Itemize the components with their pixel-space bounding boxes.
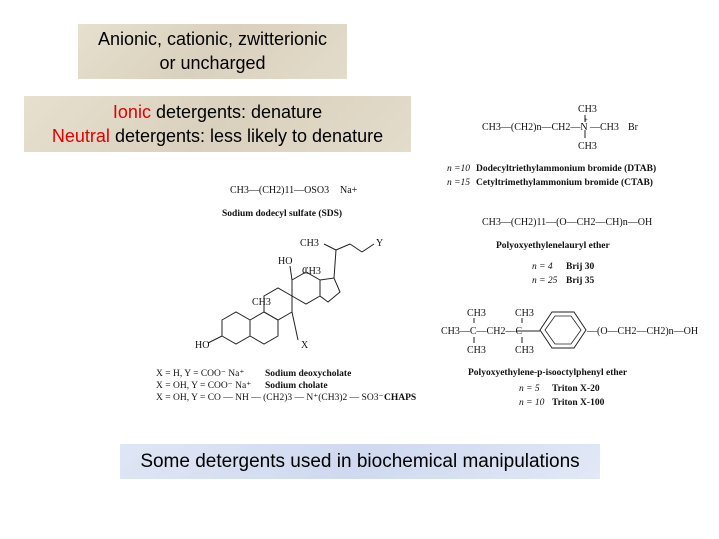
bile-row1: X = H, Y = COO⁻ Na⁺ [156,369,244,379]
brij35-name: Brij 35 [566,276,594,286]
ionic-word: Ionic [112,102,151,122]
triton-x100-name: Triton X-100 [552,398,605,408]
triton-right: —(O—CH2—CH2)n—OH [586,326,698,337]
triton-name: Polyoxyethylene-p-isooctylphenyl ether [468,368,628,378]
dtab-plus: + [584,116,588,124]
triton-left: CH3—C—CH2—C [441,326,522,337]
dtab-ch3-right: —CH3 [589,122,619,133]
triton-ch3-b: CH3 [515,308,534,319]
bile-row3-name: CHAPS [384,393,416,403]
triton-x20-name: Triton X-20 [552,384,600,394]
brij-name: Polyoxyethylenelauryl ether [496,241,610,251]
dtab-br: Br [628,122,639,133]
sds-na: Na+ [340,185,358,196]
charge-types-line1: Anionic, cationic, zwitterionic [97,29,328,49]
steroid-y: Y [376,238,383,249]
brij30-name: Brij 30 [566,262,594,272]
dtab-formula-left: CH3—(CH2)n—CH2—N [482,122,588,133]
steroid-ch3-top: CH3 [300,238,319,249]
ionic-rest: detergents: denature [150,102,323,122]
triton-ch3-a: CH3 [467,308,486,319]
dtab-ch3-top: CH3 [578,104,597,115]
charge-types-box: Anionic, cationic, zwitterionic or uncha… [78,24,347,79]
brij-formula: CH3—(CH2)11—(O—CH2—CH)n—OH [482,217,652,228]
ctab-n15: n =15 [447,178,470,188]
ctab-name: Cetyltrimethylammonium bromide (CTAB) [476,177,653,188]
dtab-ch3-bottom: CH3 [578,141,597,152]
triton-n5: n = 5 [519,384,540,394]
triton-ch3-d: CH3 [515,345,534,356]
steroid-ho-top: HO [278,256,292,267]
dtab-n10: n =10 [447,164,470,174]
sds-formula: CH3—(CH2)11—OSO3 [230,185,329,196]
neutral-rest: detergents: less likely to denature [109,126,384,146]
caption-box: Some detergents used in biochemical mani… [120,444,600,479]
charge-types-line2: or uncharged [159,53,266,73]
steroid-x: X [301,340,309,351]
brij-n4: n = 4 [532,262,553,272]
neutral-word: Neutral [51,126,110,146]
sds-name: Sodium dodecyl sulfate (SDS) [222,208,342,219]
caption-text: Some detergents used in biochemical mani… [140,451,580,472]
bile-row3: X = OH, Y = CO — NH — (CH2)3 — N⁺(CH3)2 … [156,392,383,403]
bile-row2-name: Sodium cholate [265,381,328,391]
brij-n25: n = 25 [532,276,558,286]
triton-n10: n = 10 [519,398,545,408]
dtab-name: Dodecyltriethylammonium bromide (DTAB) [476,163,656,174]
denature-box: Ionic detergents: denature Neutral deter… [24,96,411,152]
steroid-ch3-mid: CH3 [302,266,321,277]
steroid-ch3-low: CH3 [252,297,271,308]
denature-line2: Neutral detergents: less likely to denat… [24,124,411,148]
bile-row1-name: Sodium deoxycholate [265,369,351,379]
triton-ch3-c: CH3 [467,345,486,356]
bile-row2: X = OH, Y = COO⁻ Na⁺ [156,381,251,391]
steroid-ho-bottom: HO [195,340,209,351]
denature-line1: Ionic detergents: denature [24,100,411,124]
